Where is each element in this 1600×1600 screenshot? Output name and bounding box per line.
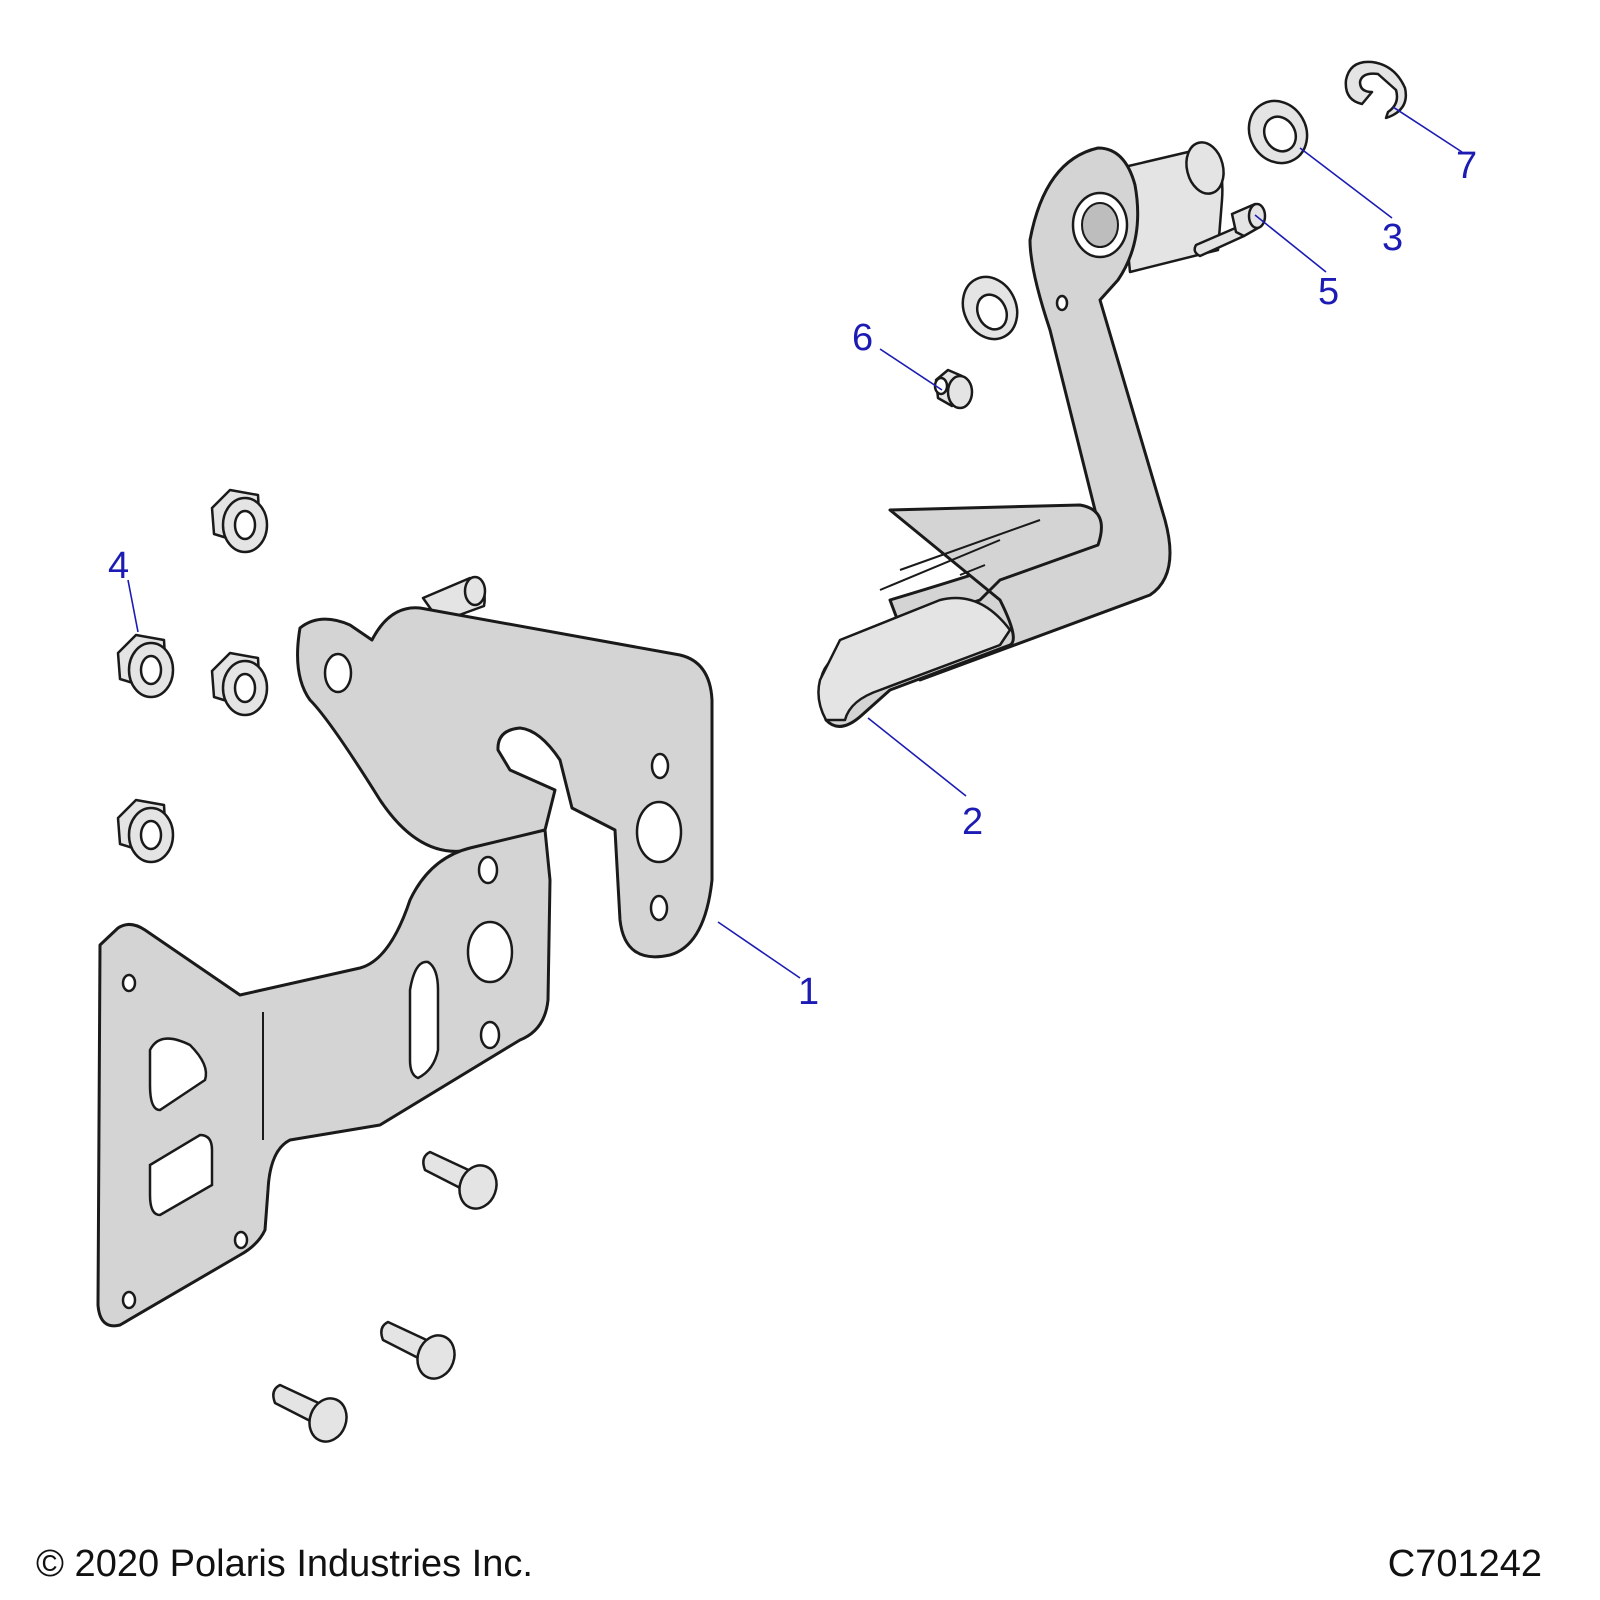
pivot-bolt [1193,202,1267,258]
flange-nut [116,488,269,864]
callouts: 1 2 3 4 5 6 7 [108,145,1477,1013]
small-nut [933,368,974,410]
mounting-bracket [96,575,714,1328]
callout-3: 3 [1382,217,1403,259]
callout-6: 6 [852,317,873,359]
bushing [961,99,1309,341]
callout-7: 7 [1456,145,1477,187]
rivet [272,1150,498,1443]
leader-3 [1299,147,1393,219]
leader-5 [1254,214,1327,273]
callout-1: 1 [798,971,819,1013]
leader-lines [127,106,1463,979]
e-clip [1344,60,1408,120]
callout-2: 2 [962,801,983,843]
leader-6 [879,348,943,391]
drawing-code: C701242 [1387,1543,1542,1585]
copyright-notice: © 2020 Polaris Industries Inc. [36,1543,533,1585]
callout-5: 5 [1318,271,1339,313]
leader-1 [717,921,801,979]
leader-7 [1392,106,1463,153]
leader-4 [127,579,139,633]
brake-pedal [817,141,1225,728]
leader-2 [867,717,967,797]
callout-4: 4 [108,545,129,587]
